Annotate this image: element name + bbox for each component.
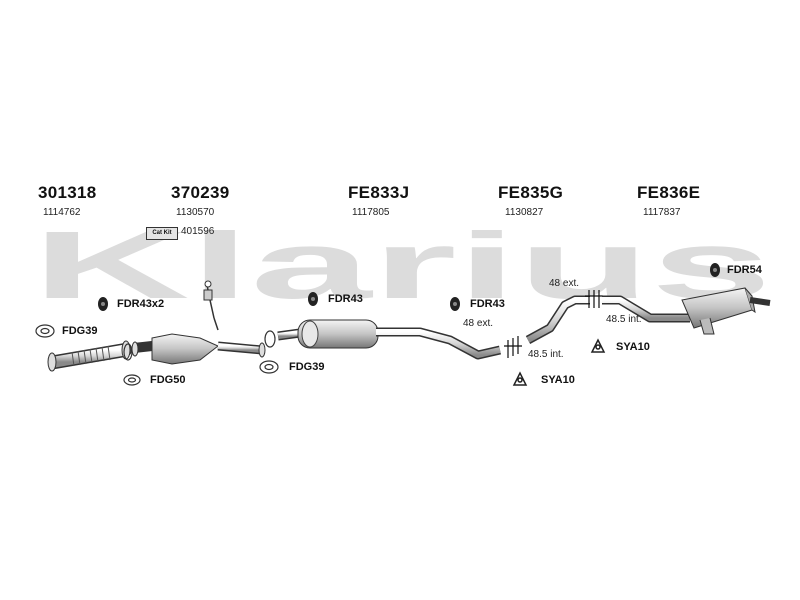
joint-clamp-icon — [504, 290, 603, 358]
clamp-icon — [512, 338, 606, 386]
cat-kit-badge: Cat Kit — [146, 227, 178, 240]
rear-silencer-icon — [602, 287, 771, 335]
label-fdr43-right: FDR43 — [470, 298, 505, 310]
oem-number-downpipe: 1114762 — [43, 207, 81, 218]
klarius-watermark: Klarius — [32, 230, 772, 305]
label-sya10-a: SYA10 — [616, 341, 650, 353]
link-pipe-icon — [525, 295, 590, 344]
label-fdr43x2: FDR43x2 — [117, 298, 165, 310]
cat-kit-code: 401596 — [181, 226, 215, 237]
downpipe-flex-icon — [47, 340, 132, 372]
part-code-middle-silencer: FE833J — [348, 183, 410, 202]
rubber-mount-icon — [98, 263, 720, 311]
catalytic-converter-icon — [131, 333, 266, 365]
label-fdg39-left: FDG39 — [62, 325, 98, 337]
part-code-link-pipe: FE835G — [498, 183, 564, 202]
label-fdr54: FDR54 — [727, 264, 762, 276]
oem-number-catalyst: 1130570 — [176, 207, 215, 218]
note-48-ext-right: 48 ext. — [549, 278, 580, 289]
label-fdr43-mid: FDR43 — [328, 293, 363, 305]
label-fdg50: FDG50 — [150, 374, 186, 386]
label-fdg39-mid: FDG39 — [289, 361, 325, 373]
oem-number-rear-silencer: 1117837 — [643, 207, 681, 218]
gasket-ring-icon — [35, 324, 279, 386]
oxygen-sensor-icon — [203, 280, 219, 331]
part-code-downpipe: 301318 — [38, 183, 97, 202]
part-code-rear-silencer: FE836E — [637, 183, 701, 202]
oem-number-link-pipe: 1130827 — [505, 207, 544, 218]
oem-number-middle-silencer: 1117805 — [352, 207, 390, 218]
note-48-5-int-right: 48.5 int. — [606, 314, 642, 325]
note-48-5-int-left: 48.5 int. — [528, 349, 564, 360]
middle-silencer-icon — [277, 319, 501, 360]
note-48-ext-left: 48 ext. — [463, 318, 494, 329]
watermark-text: Klarius — [32, 230, 772, 305]
part-code-catalyst: 370239 — [171, 183, 230, 202]
label-sya10-b: SYA10 — [541, 374, 575, 386]
